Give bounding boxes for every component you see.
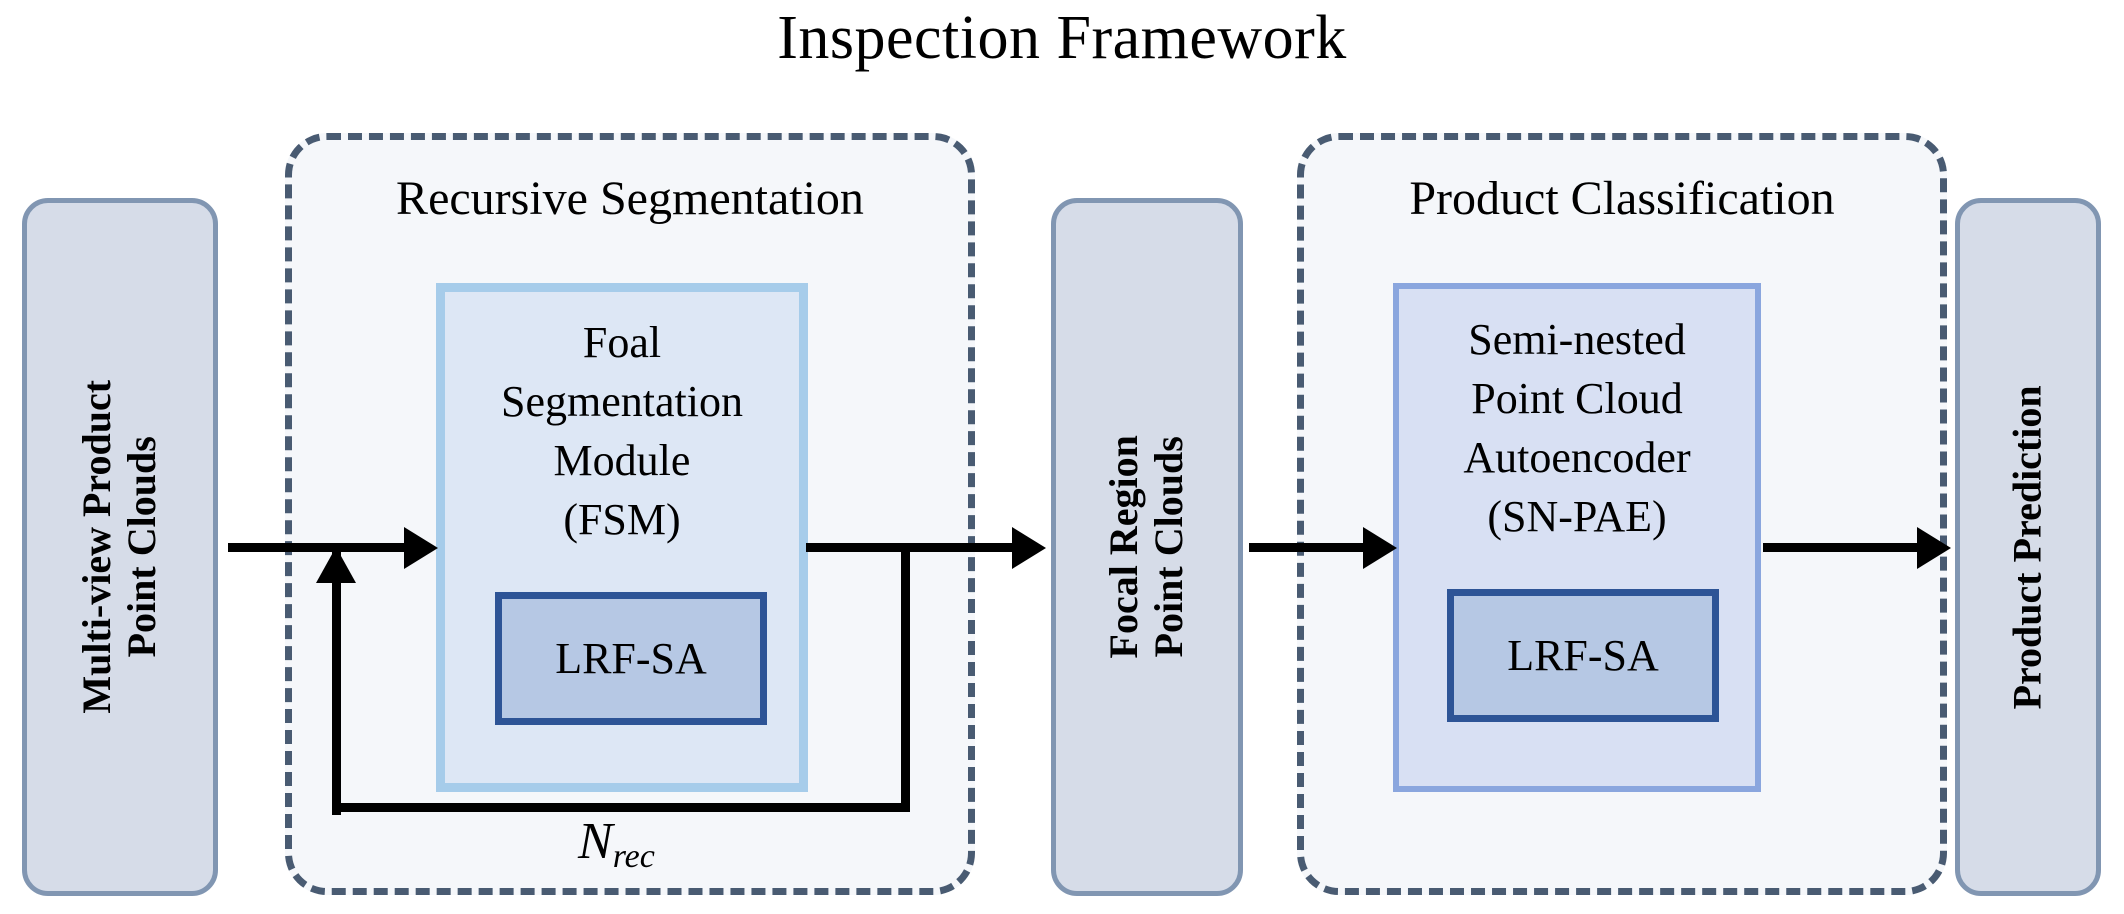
intermediate-box-label-line1: Focal Region bbox=[1101, 435, 1147, 659]
snpae-module-label-line1: Semi-nested bbox=[1468, 315, 1686, 364]
connector-feedback-drop bbox=[901, 543, 910, 812]
intermediate-box-focal-region-point-clouds: Focal Region Point Clouds bbox=[1051, 198, 1243, 896]
fsm-module-label-line3: Module bbox=[553, 435, 691, 485]
connector-snpae-to-prediction-arrowhead bbox=[1917, 527, 1951, 569]
snpae-module-label-line2: Point Cloud bbox=[1471, 373, 1683, 423]
connector-focal-to-snpae-line bbox=[1249, 543, 1369, 552]
stage-title-product-classification: Product Classification bbox=[1409, 172, 1835, 225]
snpae-module-label-line3: Autoencoder bbox=[1463, 432, 1691, 482]
loop-label-nrec-subscript: rec bbox=[612, 837, 655, 875]
connector-fsm-to-focal-line bbox=[806, 543, 1016, 552]
connector-focal-to-snpae-arrowhead bbox=[1363, 527, 1397, 569]
intermediate-box-label-line2: Point Clouds bbox=[1146, 436, 1191, 658]
connector-feedback-bottom-line bbox=[332, 803, 910, 812]
connector-input-to-fsm-arrowhead bbox=[404, 527, 438, 569]
stage-title-recursive-segmentation: Recursive Segmentation bbox=[396, 172, 864, 225]
input-box-label-line2: Point Clouds bbox=[119, 436, 164, 658]
snpae-module-label-line4: (SN-PAE) bbox=[1487, 491, 1667, 541]
connector-feedback-arrowhead bbox=[316, 547, 356, 583]
intermediate-box-label: Focal Region Point Clouds bbox=[1101, 435, 1192, 659]
fsm-module-label-line4: (FSM) bbox=[563, 494, 681, 544]
input-box-label: Multi-view Product Point Clouds bbox=[74, 380, 165, 714]
lrf-sa-block-fsm: LRF-SA bbox=[495, 592, 767, 725]
output-box-product-prediction: Product Prediction bbox=[1955, 198, 2101, 896]
loop-label-nrec-symbol: N bbox=[578, 813, 613, 870]
output-box-label: Product Prediction bbox=[2004, 384, 2050, 710]
input-box-label-line1: Multi-view Product bbox=[74, 380, 120, 714]
input-box-multiview-product-point-clouds: Multi-view Product Point Clouds bbox=[22, 198, 218, 896]
figure-title: Inspection Framework bbox=[777, 4, 1347, 72]
connector-feedback-riser bbox=[332, 547, 341, 815]
fsm-module-label-line2: Segmentation bbox=[501, 376, 743, 426]
loop-label-nrec: Nrec bbox=[578, 812, 655, 876]
fsm-module-label-line1: Foal bbox=[582, 318, 662, 367]
lrf-sa-block-snpae: LRF-SA bbox=[1447, 589, 1719, 722]
connector-snpae-to-prediction-line bbox=[1763, 543, 1921, 552]
connector-fsm-to-focal-arrowhead bbox=[1012, 527, 1046, 569]
